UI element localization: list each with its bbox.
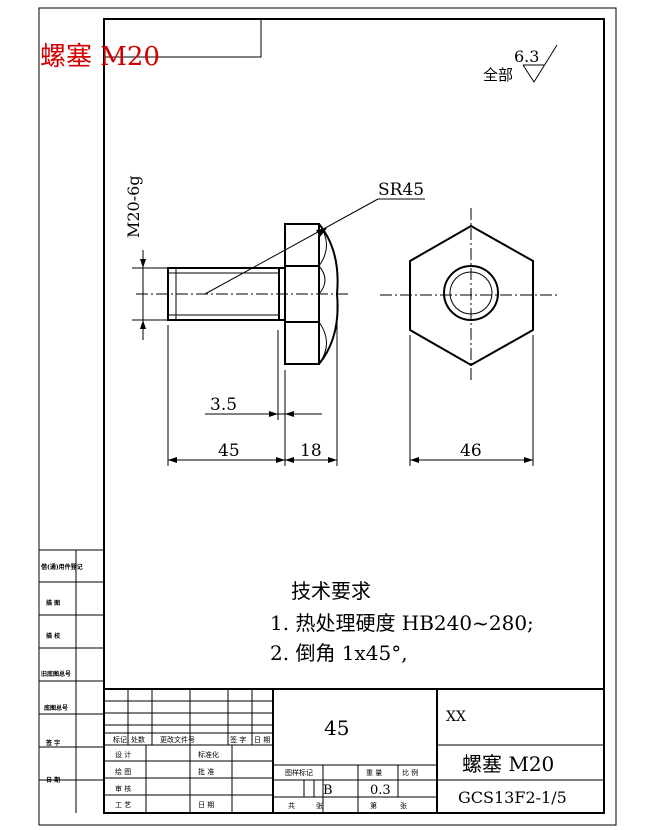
role-draw: 绘 图 [115, 767, 131, 776]
stage-value: B [323, 783, 333, 798]
sheet-index-unit: 张 [400, 801, 407, 810]
left-label-6: 签 字 [45, 739, 60, 747]
head-length-label: 18 [300, 441, 322, 461]
left-label-5: 底图总号 [44, 704, 68, 712]
role-review: 审 核 [115, 784, 131, 793]
title-red-text: 螺塞 M20 [40, 42, 160, 72]
sheet-total-label: 共 [288, 801, 295, 810]
left-label-1: 借(通)用件登记 [40, 563, 83, 571]
role-design: 设 计 [115, 750, 131, 759]
outer-frame [38, 7, 617, 826]
left-label-2: 描 图 [46, 599, 60, 607]
thread-label: M20-6g [124, 175, 143, 238]
sheet-total-unit: 张 [316, 801, 323, 810]
offset-label: 3.5 [210, 395, 237, 415]
role-standard: 标准化 [198, 750, 219, 759]
row-header-3: 更改文件号 [160, 735, 195, 744]
row-header-2: 处数 [131, 735, 145, 744]
role-date: 日 期 [198, 801, 214, 809]
weight-value: 0.3 [370, 783, 391, 798]
weight-header: 重 量 [366, 769, 382, 777]
left-label-4: 旧底图总号 [41, 670, 71, 678]
sheet-index-label: 第 [370, 801, 377, 810]
offset-dimension: 3.5 [205, 330, 322, 466]
part-name: 螺塞 M20 [462, 752, 554, 776]
inner-frame [103, 18, 605, 814]
shank-length-label: 45 [218, 441, 240, 461]
end-view [380, 208, 560, 382]
length-dimensions: 45 18 [167, 300, 338, 466]
thread-dimension: M20-6g [124, 175, 168, 340]
roughness-symbol: 6.3 全部 [483, 44, 558, 84]
drawing-number: GCS13F2-1/5 [458, 788, 567, 807]
row-header-5: 日 期 [254, 736, 270, 744]
radius-label: SR45 [378, 180, 424, 200]
stage-header: 图样标记 [285, 768, 313, 777]
title-box [103, 18, 262, 58]
left-column: 借(通)用件登记 描 图 描 校 旧底图总号 底图总号 签 字 日 期 [39, 549, 104, 784]
left-label-3: 描 校 [46, 632, 61, 640]
side-view [136, 223, 350, 365]
left-label-7: 日 期 [46, 776, 60, 784]
role-approve: 批 准 [198, 767, 214, 776]
row-header-4: 签 字 [230, 735, 246, 744]
company: XX [446, 709, 466, 725]
title-block: 标记 处数 更改文件号 签 字 日 期 设 计 标准化 绘 图 批 准 审 核 … [104, 688, 604, 813]
technical-requirements: 技术要求 1. 热处理硬度 HB240~280; 2. 倒角 1x45°, [270, 579, 534, 665]
role-process: 工 艺 [115, 801, 131, 809]
hex-dimension: 46 [409, 335, 534, 466]
roughness-label: 全部 [483, 66, 513, 84]
material: 45 [324, 716, 349, 740]
hex-label: 46 [460, 441, 482, 461]
tech-item-1: 1. 热处理硬度 HB240~280; [270, 611, 534, 635]
roughness-value: 6.3 [514, 47, 539, 66]
scale-header: 比 例 [402, 768, 418, 777]
tech-heading: 技术要求 [291, 579, 371, 603]
radius-leader: SR45 [204, 180, 425, 295]
row-header-1: 标记 [113, 735, 127, 744]
tech-item-2: 2. 倒角 1x45°, [270, 641, 408, 665]
